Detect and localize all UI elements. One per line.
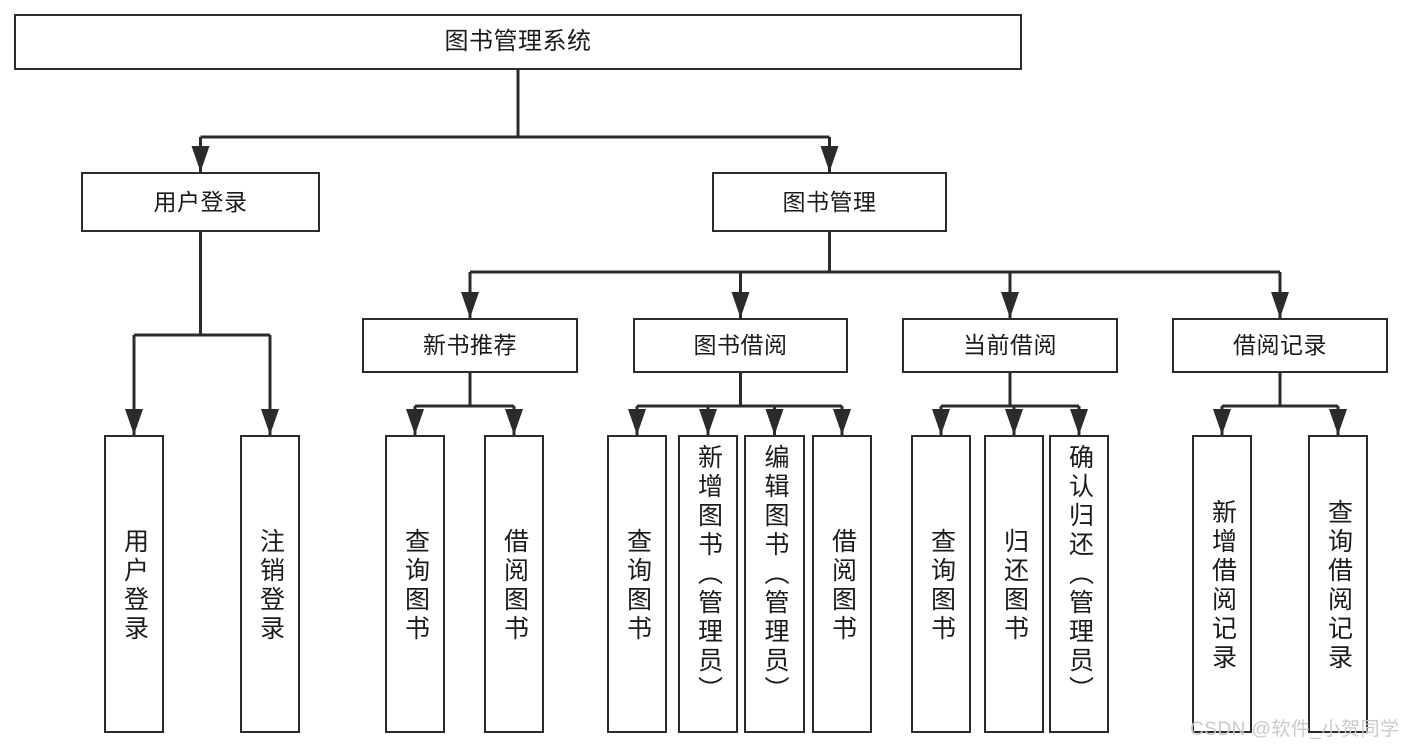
- node-leaf-confirm-ret[interactable]: 确认归还（管理员）: [1049, 435, 1109, 733]
- node-label-leaf-edit-book: 编辑图书（管理员）: [761, 444, 789, 705]
- node-label-leaf-add-book: 新增图书（管理员）: [694, 444, 723, 705]
- arrowhead-leaf-return-book: [1005, 409, 1023, 435]
- node-label-leaf-add-record: 新增借阅记录: [1208, 499, 1237, 673]
- arrowhead-leaf-add-book: [699, 409, 717, 435]
- arrowhead-leaf-query-book-2: [628, 409, 646, 435]
- node-root[interactable]: 图书管理系统: [14, 14, 1022, 70]
- arrowhead-book-borrow: [731, 292, 750, 318]
- arrowhead-leaf-query-record: [1329, 409, 1347, 435]
- arrowhead-new-book-rec: [461, 292, 479, 318]
- node-current-borrow[interactable]: 当前借阅: [902, 318, 1118, 373]
- node-label-book-borrow: 图书借阅: [693, 332, 788, 359]
- node-label-user-login: 用户登录: [153, 188, 248, 215]
- arrowhead-leaf-confirm-ret: [1070, 409, 1088, 435]
- node-leaf-borrow-book-1[interactable]: 借阅图书: [484, 435, 544, 733]
- node-label-leaf-return-book: 归还图书: [1000, 528, 1029, 644]
- node-label-root: 图书管理系统: [444, 28, 592, 56]
- node-leaf-user-logout[interactable]: 注销登录: [240, 435, 300, 733]
- node-label-leaf-borrow-book-2: 借阅图书: [828, 528, 857, 644]
- arrowhead-user-login: [191, 146, 210, 172]
- arrowhead-leaf-user-login: [125, 409, 143, 435]
- node-label-leaf-confirm-ret: 确认归还（管理员）: [1065, 444, 1094, 705]
- node-leaf-user-login[interactable]: 用户登录: [104, 435, 164, 733]
- node-new-book-rec[interactable]: 新书推荐: [362, 318, 578, 373]
- arrowhead-borrow-record: [1271, 292, 1289, 318]
- node-label-book-manage: 图书管理: [782, 188, 877, 215]
- node-leaf-query-book-1[interactable]: 查询图书: [385, 435, 445, 733]
- node-label-new-book-rec: 新书推荐: [423, 332, 517, 359]
- node-borrow-record[interactable]: 借阅记录: [1172, 318, 1388, 373]
- node-user-login[interactable]: 用户登录: [81, 172, 320, 232]
- arrowhead-leaf-query-book-3: [932, 409, 950, 435]
- node-label-leaf-user-logout: 注销登录: [256, 528, 285, 644]
- arrowhead-current-borrow: [1001, 292, 1019, 318]
- arrowhead-leaf-borrow-book-2: [833, 409, 851, 435]
- arrowhead-book-manage: [820, 146, 839, 172]
- node-leaf-edit-book[interactable]: 编辑图书（管理员）: [744, 435, 805, 733]
- arrowhead-leaf-edit-book: [765, 409, 784, 435]
- node-leaf-return-book[interactable]: 归还图书: [984, 435, 1044, 733]
- node-leaf-borrow-book-2[interactable]: 借阅图书: [812, 435, 872, 733]
- watermark-csdn: CSDN @软件_小贺同学: [1190, 719, 1400, 740]
- arrowhead-leaf-borrow-book-1: [505, 409, 523, 435]
- node-label-leaf-query-book-2: 查询图书: [623, 528, 652, 644]
- node-leaf-query-book-3[interactable]: 查询图书: [911, 435, 971, 733]
- node-label-leaf-query-book-1: 查询图书: [401, 528, 430, 644]
- node-label-borrow-record: 借阅记录: [1233, 332, 1327, 359]
- node-label-leaf-borrow-book-1: 借阅图书: [500, 528, 529, 644]
- node-book-manage[interactable]: 图书管理: [712, 172, 947, 232]
- node-leaf-add-book[interactable]: 新增图书（管理员）: [678, 435, 738, 733]
- node-book-borrow[interactable]: 图书借阅: [633, 318, 848, 373]
- node-label-leaf-user-login: 用户登录: [120, 528, 149, 644]
- node-leaf-query-record[interactable]: 查询借阅记录: [1308, 435, 1368, 733]
- arrowhead-leaf-query-book-1: [406, 409, 424, 435]
- node-label-current-borrow: 当前借阅: [963, 332, 1057, 359]
- node-label-leaf-query-record: 查询借阅记录: [1324, 499, 1353, 673]
- node-leaf-query-book-2[interactable]: 查询图书: [607, 435, 667, 733]
- node-leaf-add-record[interactable]: 新增借阅记录: [1192, 435, 1252, 733]
- arrowhead-leaf-add-record: [1213, 409, 1231, 435]
- arrowhead-leaf-user-logout: [261, 409, 279, 435]
- node-label-leaf-query-book-3: 查询图书: [927, 528, 956, 644]
